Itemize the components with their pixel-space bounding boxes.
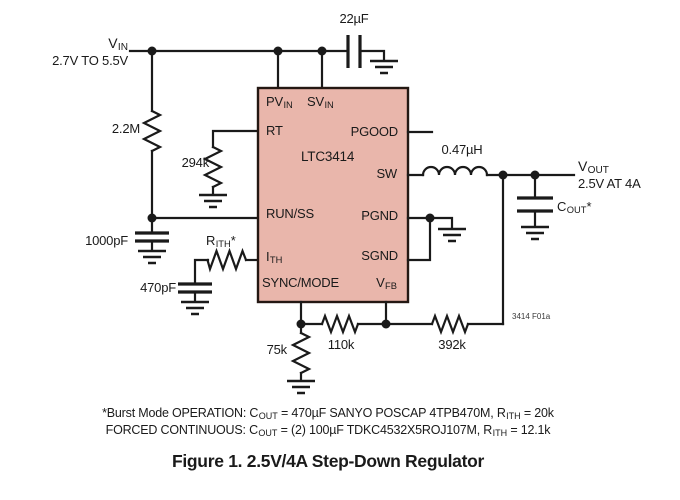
resistor-110k-value: 110k — [327, 337, 355, 352]
pin-vfb: VFB — [376, 275, 397, 292]
note2-p3: = 12.1k — [507, 423, 551, 437]
note-line-1: *Burst Mode OPERATION: COUT = 470µF SANY… — [0, 406, 656, 422]
junction-dot — [296, 319, 306, 329]
resistor-2m2-value: 2.2M — [111, 121, 140, 136]
note2-p1: FORCED CONTINUOUS: C — [105, 423, 258, 437]
softstart-cap-value: 1000pF — [85, 233, 128, 248]
resistor-294k-zigzag — [202, 145, 224, 189]
rt-wire — [211, 129, 260, 149]
ic-name: LTC3414 — [301, 149, 355, 164]
resistor-294k-ground-symbol — [199, 193, 227, 209]
pin-runss: RUN/SS — [266, 206, 314, 221]
vin-label-main: V — [108, 35, 118, 51]
inductor-value: 0.47µH — [441, 142, 483, 157]
resistor-110k-zigzag — [320, 312, 360, 336]
junction-dot — [530, 170, 540, 180]
pin-vfb-main: V — [376, 275, 385, 290]
junction-dot — [381, 319, 391, 329]
note1-p2: = 470µF SANYO POSCAP 4TPB470M, R — [277, 406, 506, 420]
vin-label-sub: IN — [117, 42, 128, 54]
pgnd-wire — [406, 216, 454, 229]
pin-pgnd: PGND — [361, 208, 398, 223]
vin-label: VIN — [108, 35, 128, 54]
pin-pvin-main: PV — [266, 94, 283, 109]
pin-ith: ITH — [266, 249, 283, 266]
input-capacitor-ground-symbol — [370, 59, 398, 75]
pin-pvin: PVIN — [266, 94, 293, 111]
pin-ith-sub: TH — [269, 255, 283, 266]
resistor-294k-value: 294k — [181, 155, 210, 170]
note1-p3: = 20k — [520, 406, 554, 420]
junction-dot — [317, 46, 327, 56]
softstart-cap-ground-symbol — [138, 249, 166, 265]
junction-dot — [147, 46, 157, 56]
note-line-2: FORCED CONTINUOUS: COUT = (2) 100µF TDKC… — [0, 423, 656, 439]
pin-sgnd: SGND — [361, 248, 398, 263]
note1-p1: *Burst Mode OPERATION: C — [102, 406, 259, 420]
pin-rt: RT — [266, 123, 283, 138]
note1-s2: ITH — [506, 411, 521, 422]
output-cap-ground-symbol — [521, 225, 549, 241]
junction-dot — [498, 170, 508, 180]
rith-sub: ITH — [215, 239, 231, 250]
figure-ref-code: 3414 F01a — [512, 312, 551, 321]
ith-cap-plates — [178, 282, 212, 294]
note2-s2: ITH — [492, 428, 508, 439]
junction-dot — [425, 213, 435, 223]
ic-body — [256, 86, 410, 304]
resistor-rith-label: RITH* — [206, 233, 236, 250]
resistor-rith-zigzag — [206, 247, 248, 273]
junction-dot — [147, 213, 157, 223]
pin-pgood: PGOOD — [350, 124, 399, 139]
pin-ith-main: I — [266, 249, 270, 264]
vout-label: VOUT — [578, 158, 609, 177]
output-cap-label: COUT* — [557, 199, 592, 216]
resistor-2m2-zigzag — [141, 109, 163, 153]
figure-caption: Figure 1. 2.5V/4A Step-Down Regulator — [171, 451, 485, 471]
cout-main: C — [557, 199, 567, 214]
sgnd-wire — [406, 216, 432, 262]
softstart-cap-plates — [135, 231, 169, 243]
resistor-75k-zigzag — [290, 331, 312, 375]
pin-svin-sub: IN — [324, 100, 334, 111]
input-capacitor-ground-wire — [358, 49, 386, 61]
resistor-75k-ground-symbol — [287, 379, 315, 395]
ith-comp-wire — [193, 258, 210, 285]
rith-star: * — [230, 233, 236, 248]
pin-svin-main: SV — [307, 94, 324, 109]
resistor-392k-zigzag — [430, 312, 470, 336]
pin-syncmode: SYNC/MODE — [262, 275, 339, 290]
resistor-392k-value: 392k — [438, 337, 466, 352]
output-cap-plates — [517, 196, 553, 213]
rith-main: R — [206, 233, 216, 248]
vout-label-sub: OUT — [587, 165, 609, 177]
cout-star: * — [586, 199, 592, 214]
pin-sw: SW — [376, 166, 397, 181]
inductor-coils — [421, 165, 489, 177]
vout-rating-label: 2.5V AT 4A — [578, 176, 641, 191]
ith-cap-value: 470pF — [140, 280, 176, 295]
cout-sub: OUT — [566, 205, 587, 216]
ith-cap-ground-symbol — [181, 300, 209, 316]
pin-vfb-sub: FB — [385, 281, 397, 292]
resistor-75k-value: 75k — [266, 342, 288, 357]
vin-range-label: 2.7V TO 5.5V — [52, 53, 128, 68]
note2-p2: = (2) 100µF TDKC4532X5ROJ107M, R — [277, 423, 493, 437]
pin-pvin-sub: IN — [283, 100, 293, 111]
vout-label-main: V — [578, 158, 588, 174]
note2-s1: OUT — [258, 428, 278, 439]
pin-svin: SVIN — [307, 94, 334, 111]
note1-s1: OUT — [258, 411, 278, 422]
input-cap-value: 22µF — [339, 11, 369, 26]
junction-dot — [273, 46, 283, 56]
pgnd-ground-symbol — [438, 227, 466, 243]
input-capacitor-plates — [346, 35, 362, 68]
